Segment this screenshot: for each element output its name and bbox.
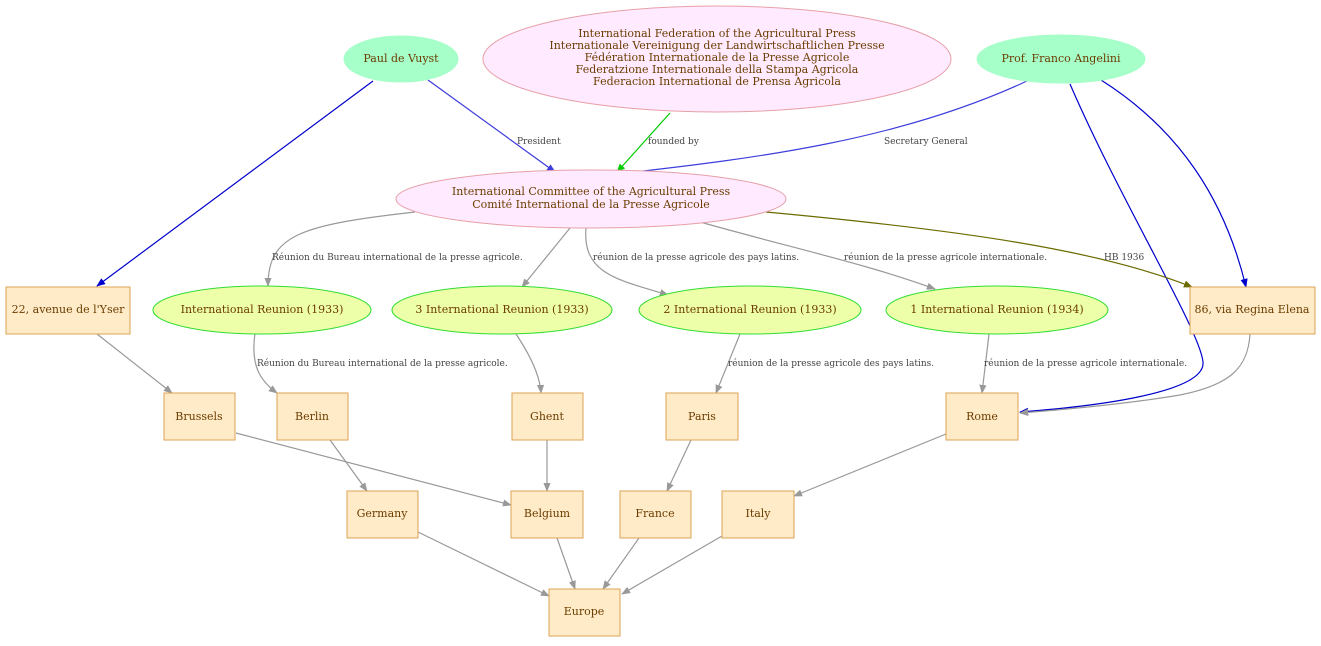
node-germany[interactable]: Germany bbox=[346, 490, 419, 539]
edge-label-bureau-berlin: Réunion du Bureau international de la pr… bbox=[257, 358, 508, 369]
node-paris[interactable]: Paris bbox=[665, 392, 739, 441]
edge-label-internationale-icap: réunion de la presse agricole internatio… bbox=[844, 252, 1047, 263]
node-label: Italy bbox=[745, 507, 771, 520]
edge-icap-hb1936-regina bbox=[765, 211, 1193, 288]
node-label: Europe bbox=[564, 605, 605, 618]
edge-paul-president-icap bbox=[427, 79, 556, 173]
edge-label-latins-paris: réunion de la presse agricole des pays l… bbox=[728, 358, 934, 369]
edge-icap-ir1933 bbox=[264, 211, 416, 287]
edge-italy-europe bbox=[621, 535, 723, 595]
node-berlin[interactable]: Berlin bbox=[276, 392, 349, 441]
node-2-international-reunion-1933[interactable]: 2 International Reunion (1933) bbox=[638, 285, 862, 335]
node-1-international-reunion-1934[interactable]: 1 International Reunion (1934) bbox=[885, 285, 1109, 335]
edge-icap-ir3 bbox=[521, 227, 571, 288]
edge-brussels-belgium bbox=[235, 432, 512, 507]
node-label: Internationale Vereinigung der Landwirts… bbox=[549, 39, 884, 52]
node-prof-franco-angelini[interactable]: Prof. Franco Angelini bbox=[976, 34, 1146, 84]
node-label: International Reunion (1933) bbox=[181, 303, 344, 316]
node-label: 3 International Reunion (1933) bbox=[415, 303, 588, 316]
edge-berlin-germany bbox=[329, 439, 368, 492]
node-brussels[interactable]: Brussels bbox=[163, 392, 236, 441]
node-paul-de-vuyst[interactable]: Paul de Vuyst bbox=[343, 35, 459, 83]
node-label: International Federation of the Agricult… bbox=[578, 27, 856, 40]
node-label: Paris bbox=[688, 410, 716, 423]
edge-belgium-europe bbox=[556, 537, 576, 590]
node-international-reunion-1933[interactable]: International Reunion (1933) bbox=[152, 285, 372, 335]
node-ifap[interactable]: International Federation of the Agricult… bbox=[482, 5, 952, 113]
node-22-avenue-de-l-yser[interactable]: 22, avenue de l'Yser bbox=[5, 286, 131, 335]
edge-label-president: President bbox=[517, 137, 561, 147]
node-label: Comité International de la Presse Agrico… bbox=[472, 198, 710, 211]
edge-franco-secretary-icap bbox=[616, 80, 1028, 177]
edge-icap-ir2 bbox=[585, 227, 669, 297]
node-europe[interactable]: Europe bbox=[548, 588, 621, 637]
node-label: Berlin bbox=[295, 410, 329, 423]
edge-ir3-ghent bbox=[515, 333, 545, 394]
edge-paris-france bbox=[666, 439, 692, 492]
node-icap[interactable]: International Committee of the Agricultu… bbox=[395, 169, 787, 229]
node-86-via-regina-elena[interactable]: 86, via Regina Elena bbox=[1189, 286, 1316, 335]
node-label: Rome bbox=[966, 410, 998, 423]
node-label: Federatzione Internationale della Stampa… bbox=[576, 63, 859, 76]
node-3-international-reunion-1933[interactable]: 3 International Reunion (1933) bbox=[391, 285, 613, 335]
edge-franco-regina bbox=[1100, 79, 1248, 288]
node-label: Federacion International de Prensa Agric… bbox=[593, 75, 841, 88]
node-label: Paul de Vuyst bbox=[363, 52, 439, 65]
edge-icap-ir1 bbox=[699, 221, 936, 290]
edge-yser-brussels bbox=[96, 333, 173, 394]
node-label: 86, via Regina Elena bbox=[1195, 303, 1310, 316]
edge-label-founded-by: founded by bbox=[648, 137, 700, 147]
edge-label-secretary-general: Secretary General bbox=[884, 137, 968, 147]
edge-regina-rome bbox=[1019, 333, 1251, 416]
node-label: France bbox=[635, 507, 674, 520]
node-label: 1 International Reunion (1934) bbox=[910, 303, 1083, 316]
node-italy[interactable]: Italy bbox=[721, 490, 795, 539]
edge-label-internationale-rome: réunion de la presse agricole internatio… bbox=[984, 358, 1187, 369]
node-label: 22, avenue de l'Yser bbox=[12, 303, 125, 316]
node-label: International Committee of the Agricultu… bbox=[452, 185, 731, 198]
edge-label-hb1936: HB 1936 bbox=[1104, 253, 1145, 263]
edge-label-bureau-icap: Réunion du Bureau international de la pr… bbox=[272, 252, 523, 263]
node-label: 2 International Reunion (1933) bbox=[663, 303, 836, 316]
node-label: Brussels bbox=[175, 410, 223, 423]
node-label: Ghent bbox=[530, 410, 564, 423]
edge-germany-europe bbox=[417, 531, 550, 597]
node-france[interactable]: France bbox=[619, 490, 692, 539]
edge-franco-rome bbox=[1019, 83, 1204, 415]
edge-ir1933-berlin bbox=[253, 332, 278, 394]
node-label: Prof. Franco Angelini bbox=[1002, 52, 1121, 65]
edge-label-latins-icap: réunion de la presse agricole des pays l… bbox=[593, 252, 799, 263]
edge-ir1-rome bbox=[979, 333, 990, 394]
edge-france-europe bbox=[602, 537, 640, 590]
node-belgium[interactable]: Belgium bbox=[510, 490, 584, 539]
node-label: Fédération Internationale de la Presse A… bbox=[585, 51, 850, 64]
edge-paul-yser bbox=[96, 80, 374, 287]
edge-ifap-founded-by-icap bbox=[616, 112, 671, 173]
node-label: Belgium bbox=[524, 507, 571, 520]
node-label: Germany bbox=[357, 507, 409, 520]
node-rome[interactable]: Rome bbox=[945, 392, 1019, 441]
node-ghent[interactable]: Ghent bbox=[511, 392, 584, 441]
edge-ir2-paris bbox=[715, 333, 741, 394]
edge-rome-italy bbox=[793, 433, 947, 497]
